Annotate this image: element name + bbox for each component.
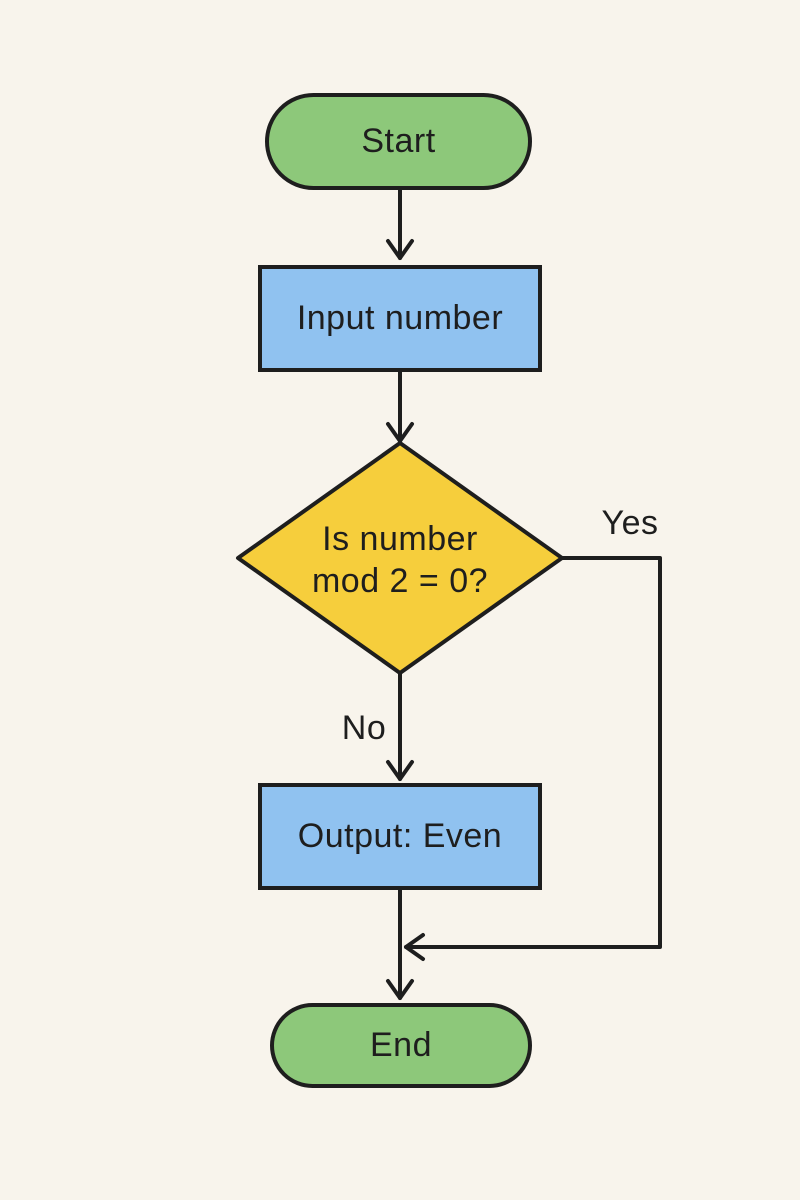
arrowhead-down-icon bbox=[386, 760, 414, 781]
decision-label-line-2: mod 2 = 0? bbox=[311, 562, 489, 600]
arrowhead-down-icon bbox=[386, 979, 414, 1000]
decision-label-line-1: Is number bbox=[322, 520, 478, 558]
end-node: End bbox=[270, 1003, 532, 1088]
input-number-node: Input number bbox=[258, 265, 542, 372]
edge-decision-to-end-yes bbox=[404, 556, 662, 961]
end-node-label: End bbox=[370, 1026, 432, 1064]
edge-decision-to-output-no bbox=[386, 671, 414, 781]
output-even-node-label: Output: Even bbox=[297, 817, 503, 855]
output-even-node: Output: Even bbox=[258, 783, 542, 890]
edge-input-to-decision bbox=[386, 370, 414, 443]
edge-output-to-end bbox=[386, 888, 414, 1000]
decision-diamond-shape bbox=[236, 441, 564, 675]
arrowhead-left-icon bbox=[404, 933, 425, 961]
input-number-node-label: Input number bbox=[296, 299, 504, 337]
start-node-label: Start bbox=[361, 122, 436, 160]
start-node: Start bbox=[265, 93, 532, 190]
no-branch-label: No bbox=[341, 708, 387, 747]
yes-branch-label: Yes bbox=[601, 503, 659, 542]
decision-node-label: Is number mod 2 = 0? bbox=[280, 514, 520, 606]
edge-start-to-input bbox=[386, 188, 414, 260]
arrowhead-down-icon bbox=[386, 239, 414, 260]
